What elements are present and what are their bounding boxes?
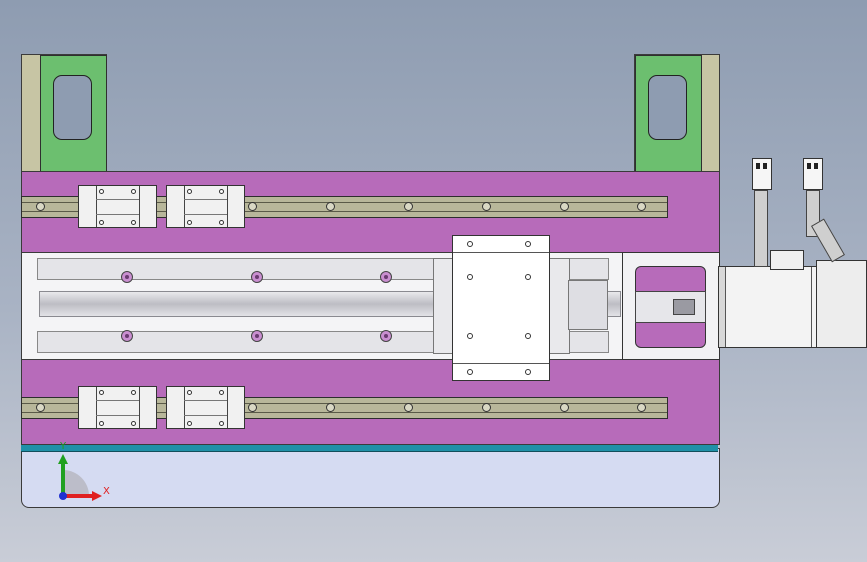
carriage-hole — [525, 333, 531, 339]
block-end-cap — [227, 387, 228, 428]
block-bolt — [219, 220, 224, 225]
block-bolt — [219, 390, 224, 395]
connector-pin — [763, 163, 767, 169]
top-rail-bolt — [404, 202, 413, 211]
block-bolt — [219, 421, 224, 426]
bottom-rail-bolt — [637, 403, 646, 412]
block-line — [184, 199, 227, 200]
encoder-cable-bend — [811, 218, 845, 263]
block-bolt — [219, 189, 224, 194]
block-line — [184, 214, 227, 215]
block-bolt — [99, 421, 104, 426]
block-end-cap — [227, 186, 228, 227]
coupling-slot — [673, 299, 695, 315]
module-bolt — [251, 271, 263, 283]
motor-encoder — [816, 260, 867, 348]
block-line — [96, 400, 139, 401]
slide-carriage[interactable] — [452, 235, 550, 381]
carriage-hole — [525, 241, 531, 247]
block-bolt — [187, 189, 192, 194]
block-line — [184, 415, 227, 416]
left-bracket-slot — [53, 75, 92, 140]
right-bracket[interactable] — [634, 54, 720, 174]
top-rail-bolt — [326, 202, 335, 211]
triad-y-label: Y — [60, 441, 67, 452]
block-bolt — [187, 220, 192, 225]
module-bolt — [251, 330, 263, 342]
motor-connector-box — [770, 250, 804, 270]
top-rail-bolt — [482, 202, 491, 211]
block-end-cap — [139, 387, 140, 428]
power-cable — [754, 190, 768, 267]
block-line — [96, 415, 139, 416]
connector-pin — [756, 163, 760, 169]
carriage-edge-bottom — [453, 363, 549, 364]
top-rail-groove-2 — [22, 211, 667, 212]
module-bolt — [121, 330, 133, 342]
left-bracket[interactable] — [21, 54, 107, 174]
connector-pin — [814, 163, 818, 169]
carriage-edge-top — [453, 252, 549, 253]
bottom-rail-bolt — [326, 403, 335, 412]
block-end-cap — [184, 186, 185, 227]
block-end-cap — [139, 186, 140, 227]
right-bracket-slot — [648, 75, 687, 140]
block-bolt — [131, 220, 136, 225]
bottom-rail-bolt — [482, 403, 491, 412]
block-end-cap — [184, 387, 185, 428]
block-line — [184, 400, 227, 401]
top-rail-block-1[interactable] — [78, 185, 157, 228]
bottom-rail-bolt — [36, 403, 45, 412]
top-rail-groove — [22, 202, 667, 203]
base-lower-face[interactable] — [21, 448, 720, 508]
bottom-rail-bolt — [560, 403, 569, 412]
block-line — [96, 214, 139, 215]
connector-pin — [807, 163, 811, 169]
block-bolt — [187, 421, 192, 426]
module-bolt — [380, 330, 392, 342]
coupling-housing[interactable] — [622, 252, 720, 360]
bottom-rail-block-1[interactable] — [78, 386, 157, 429]
block-line — [96, 199, 139, 200]
top-rail-bolt — [637, 202, 646, 211]
block-bolt — [99, 390, 104, 395]
connector-plug-icon[interactable] — [752, 158, 772, 190]
top-rail-bolt — [560, 202, 569, 211]
bottom-rail-groove — [22, 403, 667, 404]
block-end-cap — [96, 387, 97, 428]
bottom-rail-block-2[interactable] — [166, 386, 245, 429]
carriage-hole — [525, 369, 531, 375]
module-bolt — [380, 271, 392, 283]
coupling — [635, 291, 706, 323]
connector-plug-icon[interactable] — [803, 158, 823, 190]
screw-collar — [568, 280, 608, 330]
block-bolt — [131, 189, 136, 194]
block-end-cap — [96, 186, 97, 227]
module-bolt — [121, 271, 133, 283]
top-rail-bolt — [36, 202, 45, 211]
top-rail-block-2[interactable] — [166, 185, 245, 228]
bottom-rail-groove-2 — [22, 412, 667, 413]
carriage-hole — [467, 241, 473, 247]
block-bolt — [131, 421, 136, 426]
carriage-hole — [467, 369, 473, 375]
servo-motor[interactable] — [718, 266, 818, 348]
block-bolt — [99, 189, 104, 194]
block-bolt — [99, 220, 104, 225]
bottom-rail-bolt — [404, 403, 413, 412]
block-bolt — [131, 390, 136, 395]
top-rail-bolt — [248, 202, 257, 211]
carriage-hole — [525, 274, 531, 280]
carriage-hole — [467, 274, 473, 280]
block-bolt — [187, 390, 192, 395]
triad-x-label: X — [103, 486, 110, 497]
carriage-hole — [467, 333, 473, 339]
coordinate-triad-icon — [58, 454, 102, 501]
bottom-rail-bolt — [248, 403, 257, 412]
motor-rib — [811, 267, 812, 347]
motor-flange — [719, 267, 726, 347]
